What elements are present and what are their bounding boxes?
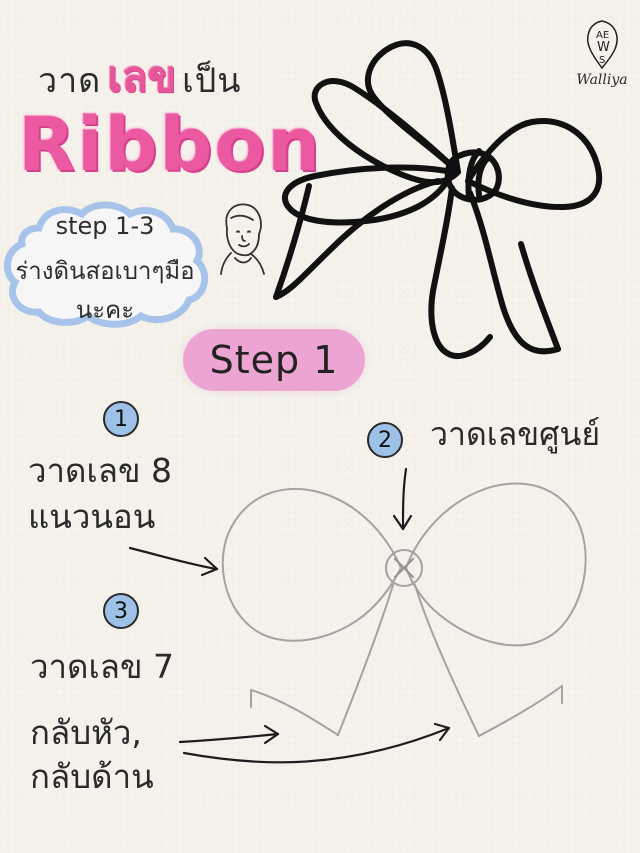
arrow-icon bbox=[178, 732, 280, 744]
title-prefix: วาด bbox=[38, 61, 102, 101]
step-title: Step 1 bbox=[209, 338, 339, 382]
arrow-icon bbox=[182, 726, 451, 764]
arrow-head-icon bbox=[263, 724, 280, 745]
brand-logo: AE W S Walliya bbox=[573, 18, 631, 98]
instruction-cloud bbox=[3, 201, 209, 328]
title-highlight: เลข bbox=[107, 52, 177, 101]
step-1-badge: 1 bbox=[103, 401, 139, 437]
arrow-icon bbox=[401, 467, 408, 531]
step-1-line-1: วาดเลข 8 bbox=[28, 451, 173, 490]
note-line-3: นะคะ bbox=[75, 296, 135, 324]
step-title-pill: Step 1 bbox=[183, 329, 365, 391]
arrow-head-icon bbox=[200, 556, 219, 577]
brand-letter-s: S bbox=[599, 55, 605, 66]
ribbon-title: Ribbon bbox=[18, 102, 322, 188]
note-line-1: step 1-3 bbox=[55, 212, 155, 240]
arrow-icon bbox=[128, 546, 219, 571]
arrow-head-icon bbox=[433, 722, 451, 742]
woman-face-icon bbox=[220, 203, 265, 275]
brand-letter-w: W bbox=[597, 40, 610, 55]
brand-name: Walliya bbox=[576, 72, 628, 88]
leaf-monogram-icon: AE W S bbox=[587, 20, 618, 70]
step-2-text: วาดเลขศูนย์ bbox=[430, 415, 601, 453]
brand-letter-ae: AE bbox=[596, 30, 609, 41]
title-line-1: วาด เลข เป็น bbox=[38, 38, 288, 101]
note-line-2: ร่างดินสอเบาๆมือ bbox=[15, 257, 195, 285]
step-1-line-2: แนวนอน bbox=[28, 497, 156, 536]
step-3-line-3: กลับด้าน bbox=[30, 757, 154, 796]
title-suffix: เป็น bbox=[182, 61, 242, 101]
instruction-cloud-text: step 1-3 ร่างดินสอเบาๆมือ นะคะ bbox=[0, 198, 210, 328]
step-3-line-2: กลับหัว, bbox=[30, 713, 142, 752]
arrow-head-icon bbox=[392, 514, 413, 531]
step-3-badge: 3 bbox=[103, 593, 139, 629]
step-3-line-1: วาดเลข 7 bbox=[30, 647, 175, 686]
step-2-badge: 2 bbox=[367, 422, 403, 458]
